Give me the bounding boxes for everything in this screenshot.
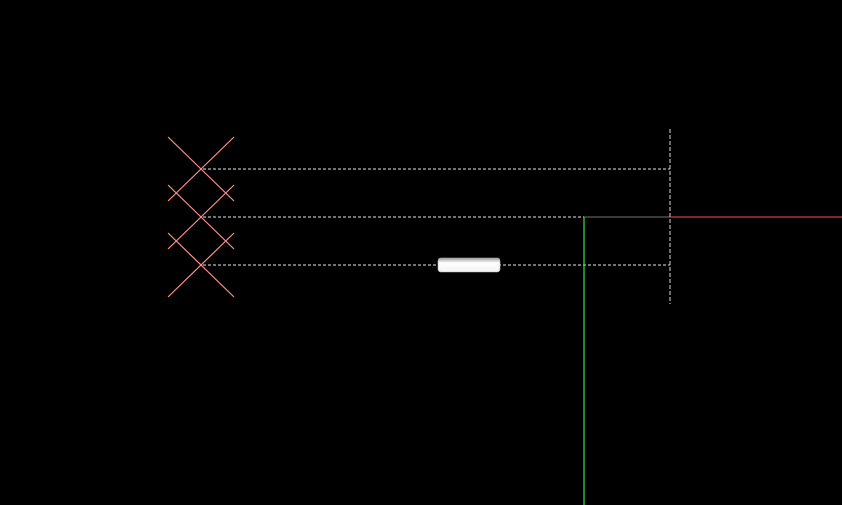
capsule-object[interactable] xyxy=(437,257,501,273)
x-marker-bottom-stroke-b xyxy=(167,232,235,298)
x-marker-top-stroke-b xyxy=(167,136,235,202)
x-marker-bottom xyxy=(167,232,235,298)
x-marker-middle xyxy=(167,184,235,250)
x-marker-top xyxy=(167,136,235,202)
x-marker-middle-stroke-b xyxy=(167,184,235,250)
